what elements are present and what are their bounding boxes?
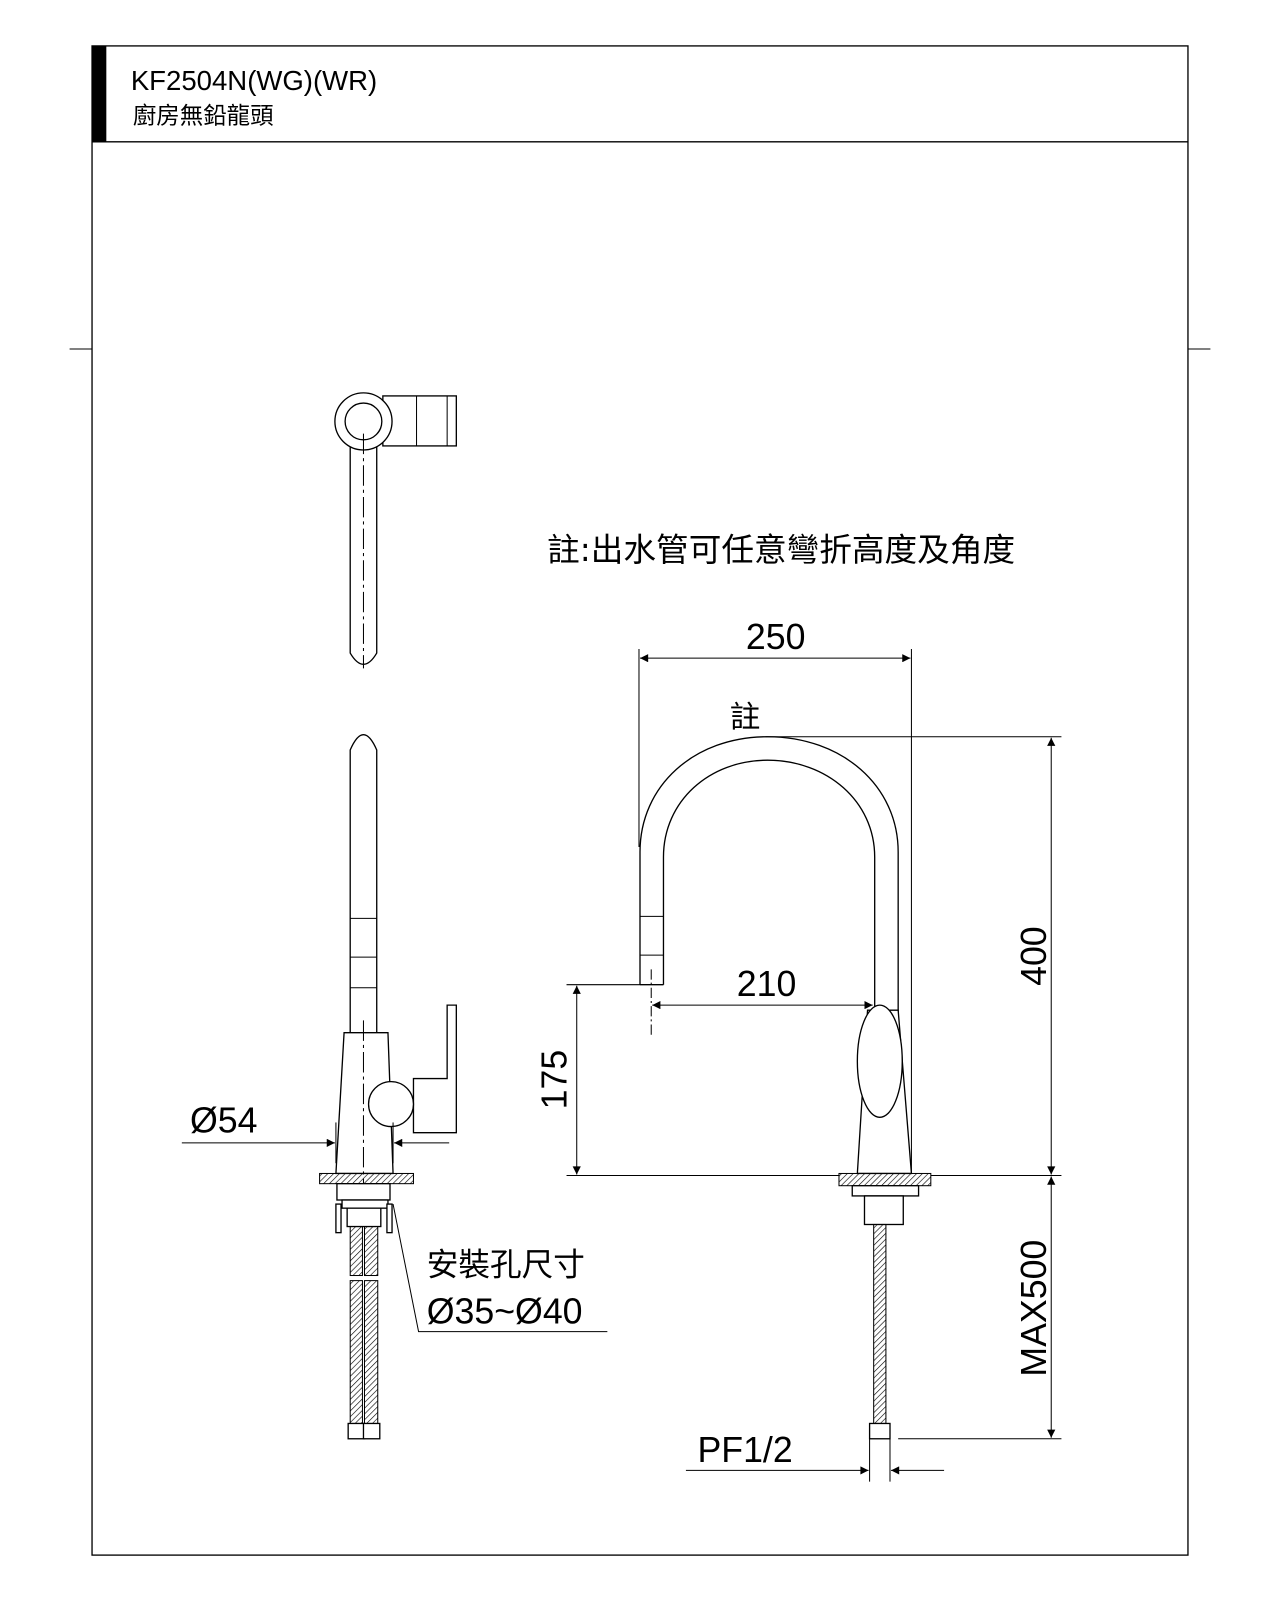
base-diameter-dimension: Ø54 bbox=[181, 1101, 450, 1164]
spout-offset-dimension: 210 bbox=[650, 964, 873, 1036]
drawing-frame bbox=[69, 45, 1211, 1556]
connector-thread-dimension: PF1/2 bbox=[685, 1430, 945, 1482]
spout-reach-dimension: 250 bbox=[638, 617, 912, 1174]
hose-length-dimension: MAX500 bbox=[898, 1176, 1062, 1440]
product-name: 廚房無鉛龍頭 bbox=[133, 101, 274, 129]
front-view bbox=[639, 736, 932, 1440]
top-view bbox=[334, 392, 457, 669]
model-number: KF2504N(WG)(WR) bbox=[131, 65, 377, 96]
spout-offset-label: 210 bbox=[737, 964, 797, 1004]
total-height-label: 400 bbox=[1014, 926, 1054, 986]
install-hole-size: Ø35~Ø40 bbox=[427, 1291, 583, 1331]
main-note: 註:出水管可任意彎折高度及角度 bbox=[547, 531, 1015, 569]
outlet-height-label: 175 bbox=[535, 1050, 575, 1110]
install-hole-label: 安裝孔尺寸 bbox=[427, 1248, 585, 1284]
side-view bbox=[319, 734, 457, 1440]
base-diameter-label: Ø54 bbox=[190, 1101, 257, 1141]
spout-reach-label: 250 bbox=[746, 617, 806, 657]
outlet-height-dimension: 175 bbox=[535, 984, 839, 1177]
total-height-dimension: 400 bbox=[765, 736, 1062, 1177]
connector-thread-label: PF1/2 bbox=[697, 1430, 792, 1470]
hose-length-label: MAX500 bbox=[1014, 1240, 1054, 1377]
note-marker: 註 bbox=[730, 701, 761, 736]
install-hole-callout: 安裝孔尺寸 Ø35~Ø40 bbox=[392, 1203, 608, 1333]
